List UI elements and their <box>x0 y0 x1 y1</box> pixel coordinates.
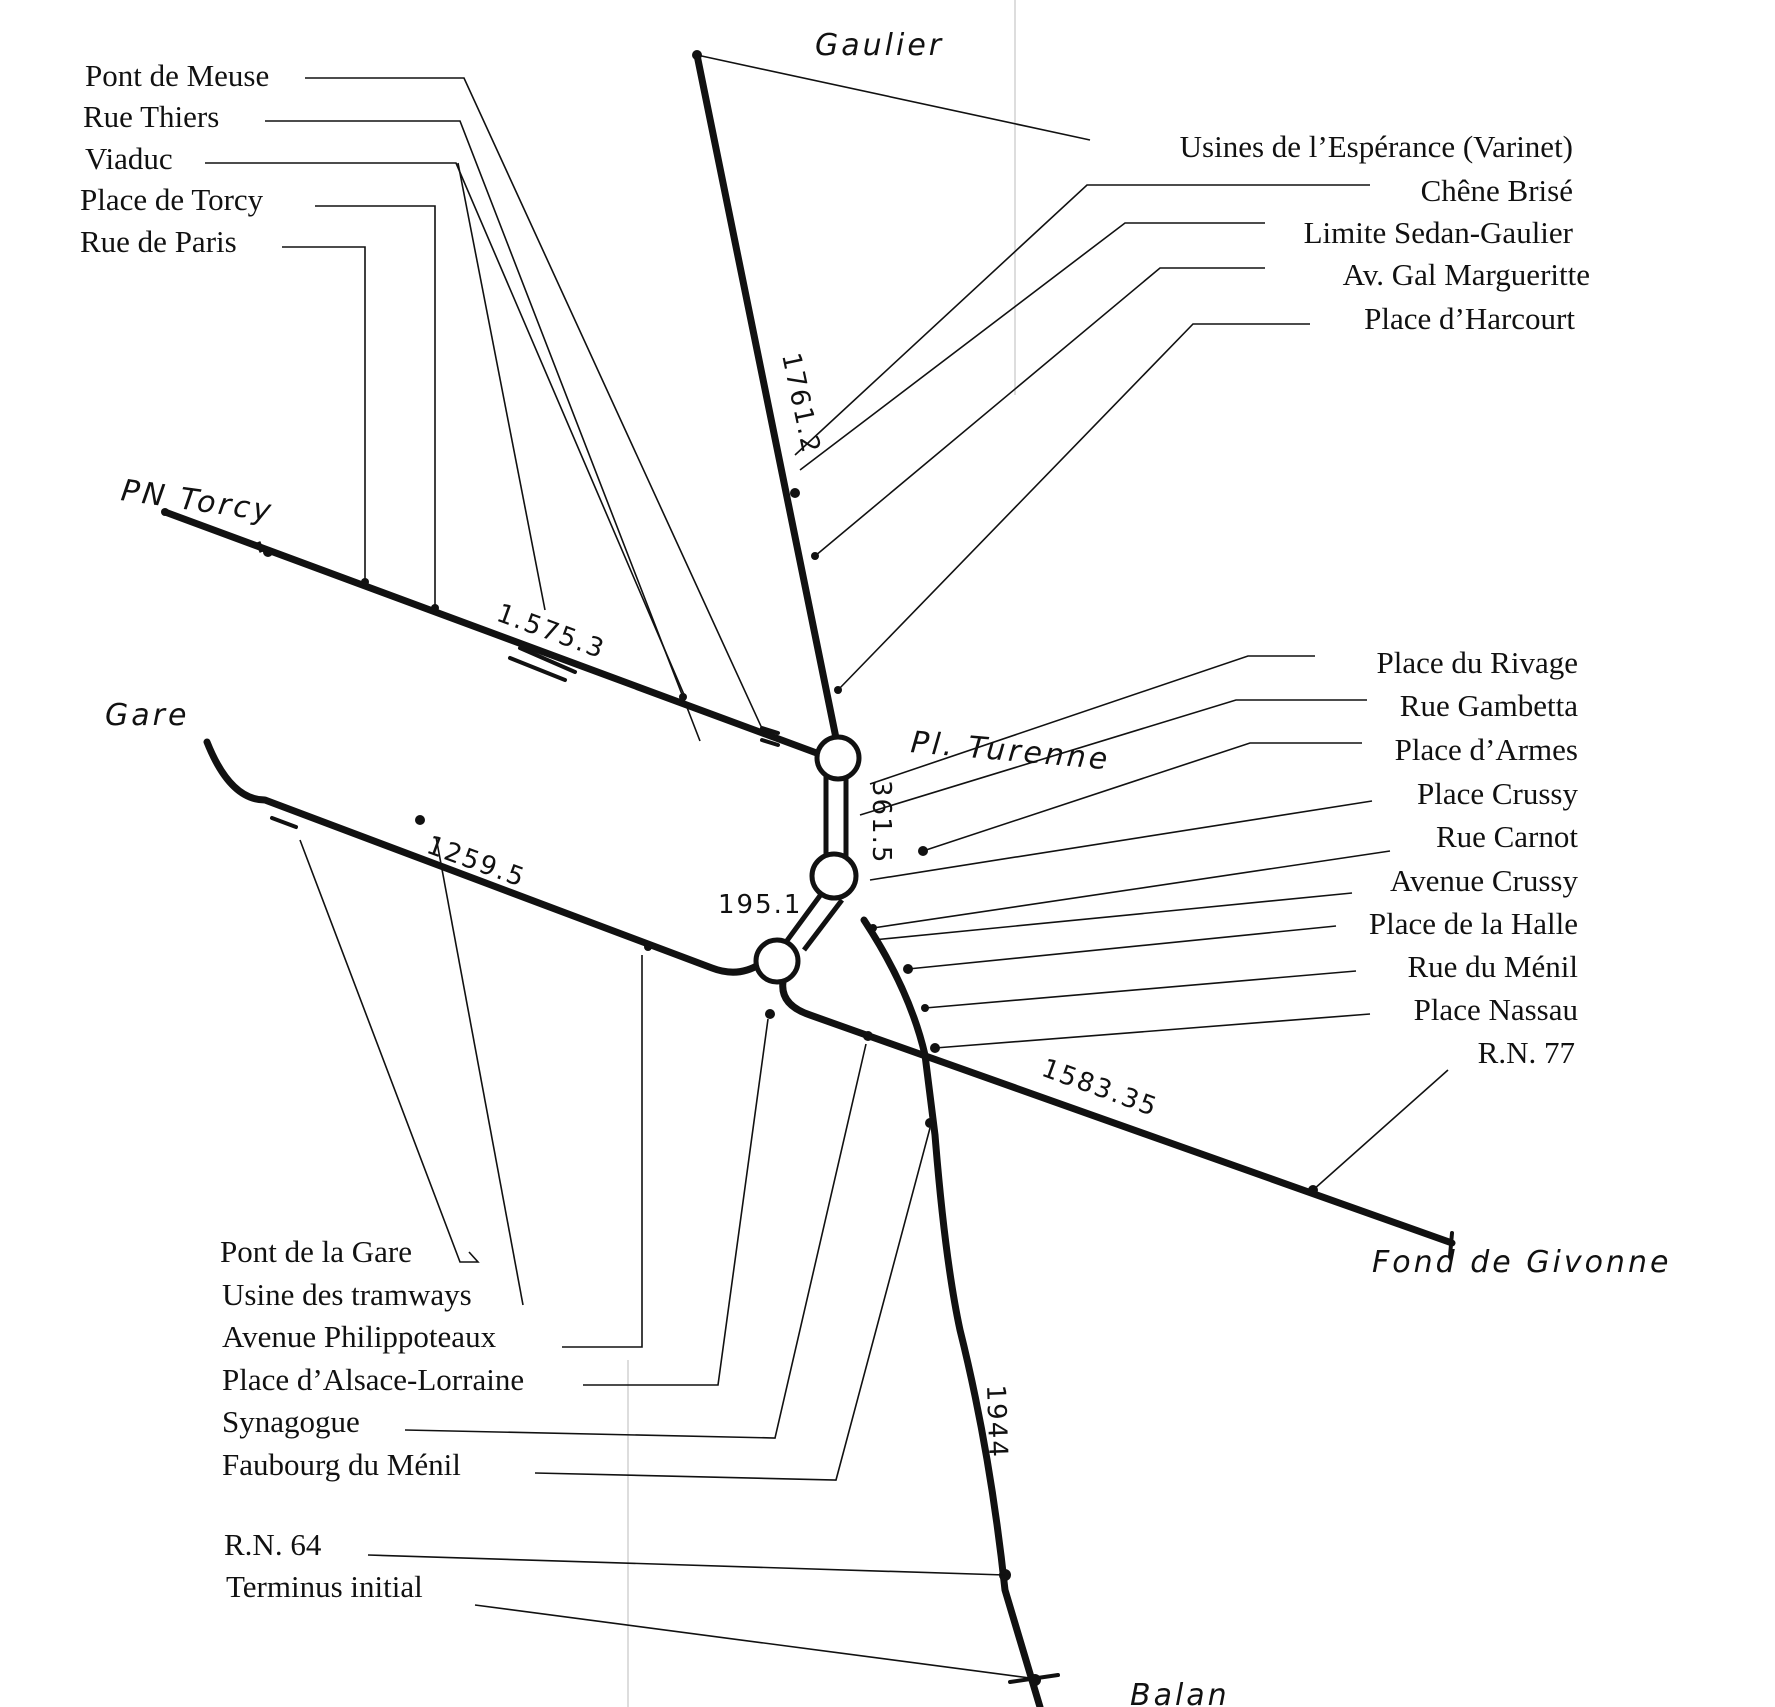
distance-givonne-branch: 1583.35 <box>1038 1053 1162 1123</box>
leader-lines <box>205 54 1449 1679</box>
stop-label: Place d’Harcourt <box>1364 301 1575 336</box>
link-crussy-nassau-left <box>783 891 825 944</box>
terminus-gaulier: Gaulier <box>815 28 944 63</box>
junction-nodes <box>753 734 862 985</box>
stop-label: Pont de Meuse <box>85 58 269 93</box>
stop-label: Pont de la Gare <box>220 1234 412 1269</box>
stops-bottom-left: R.N. 64 Terminus initial <box>224 1527 423 1604</box>
stops-upper-left: Pont de Meuse Rue Thiers Viaduc Place de… <box>80 58 269 259</box>
route-fond-de-givonne <box>779 978 1456 1247</box>
distance-centre-link: 195.1 <box>718 890 802 920</box>
terminus-gare: Gare <box>105 698 189 733</box>
stop-label: Usines de l’Espérance (Varinet) <box>1180 129 1573 164</box>
stop-label: Place de Torcy <box>80 182 264 217</box>
stop-label: Synagogue <box>222 1404 360 1439</box>
terminus-fond-de-givonne: Fond de Givonne <box>1372 1245 1671 1280</box>
route-lines <box>161 51 1456 1707</box>
stop-label: Place de la Halle <box>1369 906 1578 941</box>
stop-label: Rue Carnot <box>1436 819 1578 854</box>
stop-label: Limite Sedan-Gaulier <box>1304 215 1574 250</box>
stop-label: Avenue Philippoteaux <box>222 1319 497 1354</box>
distance-turenne-link: 361.5 <box>866 780 896 864</box>
route-pn-torcy <box>161 508 826 759</box>
route-gare <box>203 738 764 976</box>
distance-balan-branch: 1944 <box>980 1384 1013 1459</box>
stop-label: Viaduc <box>85 141 173 176</box>
stop-label: Rue de Paris <box>80 224 237 259</box>
stop-label: Rue du Ménil <box>1408 949 1579 984</box>
stop-label: Avenue Crussy <box>1390 863 1578 898</box>
stop-label: Rue Gambetta <box>1400 688 1578 723</box>
stop-label: Terminus initial <box>226 1569 423 1604</box>
stop-label: Rue Thiers <box>83 99 219 134</box>
node-turenne <box>814 734 862 782</box>
distance-gaulier-branch: 1761.2 <box>775 350 826 457</box>
node-crussy <box>809 851 859 901</box>
stop-label: Chêne Brisé <box>1421 173 1573 208</box>
stop-label: R.N. 64 <box>224 1527 322 1562</box>
route-gaulier <box>693 51 840 742</box>
stops-upper-right: Usines de l’Espérance (Varinet) Chêne Br… <box>1180 129 1590 336</box>
stop-label: Usine des tramways <box>222 1277 472 1312</box>
stop-label: Place Crussy <box>1417 776 1579 811</box>
paper-fold-lines <box>627 0 1016 1707</box>
stop-label: R.N. 77 <box>1478 1035 1575 1070</box>
stops-middle-right: Place du Rivage Rue Gambetta Place d’Arm… <box>1369 645 1579 1070</box>
stop-label: Place d’Armes <box>1395 732 1578 767</box>
distance-gare-branch: 1259.5 <box>423 830 530 893</box>
stop-label: Place d’Alsace-Lorraine <box>222 1362 524 1397</box>
terminus-balan: Balan <box>1130 1678 1230 1707</box>
route-balan <box>860 916 1044 1707</box>
stop-label: Place du Rivage <box>1377 645 1578 680</box>
stop-label: Place Nassau <box>1414 992 1578 1027</box>
stop-label: Av. Gal Margueritte <box>1343 257 1590 292</box>
node-halle <box>753 937 801 985</box>
stops-lower-left: Pont de la Gare Usine des tramways Avenu… <box>220 1234 524 1482</box>
stop-markers <box>161 50 1454 1686</box>
link-crussy-nassau-right <box>802 898 844 952</box>
stop-label: Faubourg du Ménil <box>222 1447 461 1482</box>
